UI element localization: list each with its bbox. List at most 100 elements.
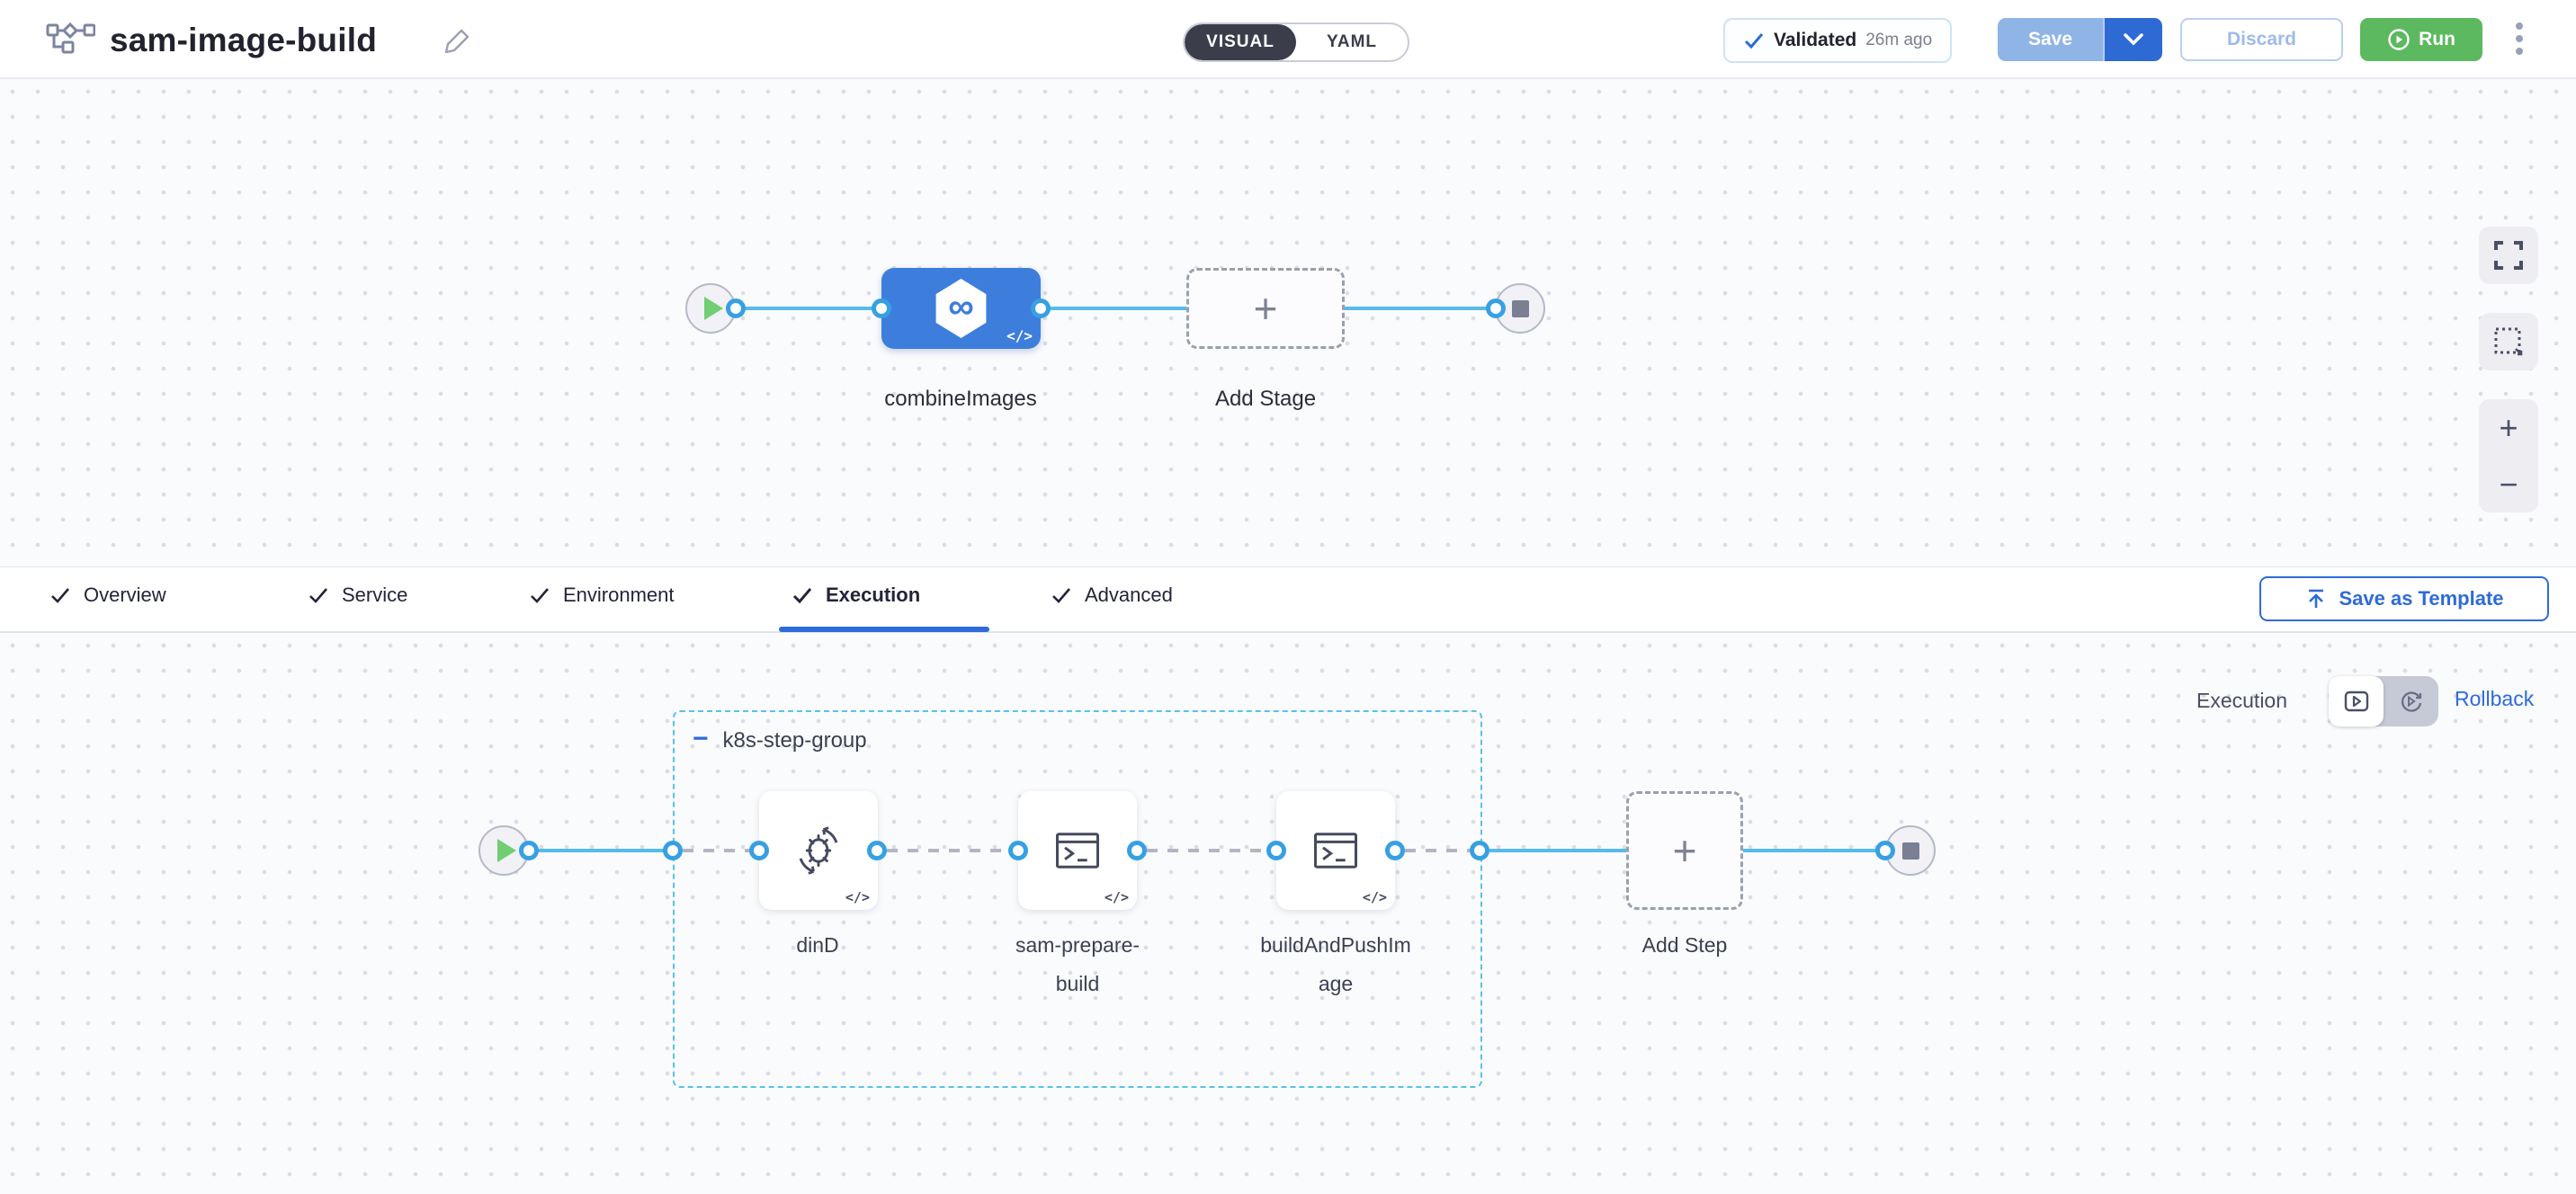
validated-label: Validated: [1774, 30, 1856, 51]
step-node-sam-prepare-build[interactable]: </>: [1018, 791, 1137, 910]
check-icon: [529, 584, 550, 606]
connector-port[interactable]: [726, 298, 746, 318]
infinity-hexagon-icon: ∞: [934, 279, 989, 338]
tab-label: Service: [342, 584, 407, 607]
connector-port[interactable]: [519, 841, 539, 860]
code-icon[interactable]: </>: [1363, 889, 1387, 905]
save-as-template-button[interactable]: Save as Template: [2259, 576, 2549, 621]
upload-icon: [2304, 587, 2328, 610]
connector-port[interactable]: [663, 841, 683, 860]
connector-port[interactable]: [1127, 841, 1147, 860]
chevron-down-icon: [2124, 33, 2143, 46]
code-icon[interactable]: </>: [1105, 889, 1129, 905]
collapse-group-icon[interactable]: −: [693, 726, 709, 753]
code-icon[interactable]: </>: [1006, 327, 1033, 344]
rollback-mode-segment[interactable]: [2384, 676, 2438, 726]
visual-yaml-toggle: VISUAL YAML: [1183, 22, 1409, 62]
rollback-link[interactable]: Rollback: [2455, 687, 2534, 711]
step-node-buildandpushimage[interactable]: </>: [1276, 791, 1395, 910]
check-icon: [792, 584, 813, 606]
tab-execution[interactable]: Execution: [792, 584, 920, 607]
stage-wire: [1345, 307, 1496, 310]
execution-rollback-toggle[interactable]: [2329, 676, 2438, 726]
active-tab-underline: [779, 627, 989, 632]
connector-port[interactable]: [1486, 298, 1506, 318]
step-label: buildAndPushImage: [1255, 926, 1417, 1002]
plus-icon: +: [1254, 288, 1278, 329]
run-label: Run: [2419, 29, 2455, 50]
step-group-header: − k8s-step-group: [693, 728, 867, 753]
save-button[interactable]: Save: [1998, 18, 2103, 61]
step-wire-dashed: [887, 849, 1008, 852]
run-step-icon: [1051, 824, 1105, 878]
add-stage-button[interactable]: +: [1186, 268, 1345, 349]
yaml-tab[interactable]: YAML: [1296, 24, 1408, 60]
add-step-button[interactable]: +: [1626, 791, 1743, 910]
tab-service[interactable]: Service: [308, 584, 407, 607]
execution-mode-segment[interactable]: [2329, 676, 2384, 726]
stage-label: combineImages: [861, 387, 1060, 412]
stage-wire: [736, 307, 881, 310]
step-node-dind[interactable]: </>: [759, 791, 878, 910]
zoom-in-button[interactable]: +: [2499, 412, 2518, 444]
connector-port[interactable]: [1008, 841, 1028, 860]
marquee-select-icon: [2492, 325, 2525, 358]
add-stage-label: Add Stage: [1176, 387, 1355, 412]
add-step-label: Add Step: [1604, 926, 1766, 965]
step-wire: [1743, 849, 1885, 852]
tab-overview[interactable]: Overview: [49, 584, 166, 607]
step-wire: [529, 849, 673, 852]
connector-port[interactable]: [1875, 841, 1895, 860]
header: sam-image-build VISUAL YAML Validated 26…: [0, 0, 2576, 79]
connector-port[interactable]: [1385, 841, 1405, 860]
validated-check-icon: [1743, 30, 1765, 51]
connector-port[interactable]: [867, 841, 887, 860]
pipeline-icon: [45, 20, 95, 61]
stop-icon: [1902, 842, 1919, 860]
step-label: sam-prepare-build: [997, 926, 1158, 1002]
step-wire-dashed: [683, 849, 759, 852]
run-play-icon: [2387, 28, 2411, 51]
tab-advanced[interactable]: Advanced: [1051, 584, 1173, 607]
stage-node-combineimages[interactable]: ∞ </>: [881, 268, 1041, 349]
visual-tab[interactable]: VISUAL: [1185, 24, 1296, 60]
save-options-button[interactable]: [2103, 18, 2162, 61]
check-icon: [49, 584, 71, 606]
zoom-controls: + −: [2479, 399, 2538, 512]
run-button[interactable]: Run: [2360, 18, 2482, 61]
validated-badge[interactable]: Validated 26m ago: [1723, 18, 1952, 63]
execution-steps-icon: [2344, 690, 2369, 713]
zoom-out-button[interactable]: −: [2499, 468, 2518, 501]
fullscreen-icon: [2492, 239, 2525, 272]
connector-port[interactable]: [1266, 841, 1286, 860]
more-options-button[interactable]: [2516, 22, 2525, 60]
connector-port[interactable]: [872, 298, 891, 318]
edit-pencil-icon[interactable]: [443, 25, 473, 56]
save-as-template-label: Save as Template: [2339, 587, 2503, 610]
discard-button[interactable]: Discard: [2180, 18, 2343, 61]
tab-label: Advanced: [1085, 584, 1173, 607]
stage-tabbar: Overview Service Environment Execution A…: [0, 566, 2576, 633]
plus-icon: +: [1673, 830, 1697, 871]
play-icon: [704, 297, 723, 320]
tab-environment[interactable]: Environment: [529, 584, 675, 607]
stop-icon: [1512, 300, 1529, 317]
step-label: dinD: [737, 926, 899, 965]
stage-wire: [1041, 307, 1186, 310]
tab-label: Overview: [84, 584, 166, 607]
connector-port[interactable]: [1470, 841, 1489, 860]
fullscreen-button[interactable]: [2479, 227, 2538, 284]
service-dependency-icon: [791, 823, 846, 878]
connector-port[interactable]: [749, 841, 769, 860]
step-group-label[interactable]: k8s-step-group: [723, 728, 867, 753]
run-step-icon: [1309, 824, 1363, 878]
step-wire-dashed: [1147, 849, 1266, 852]
connector-port[interactable]: [1031, 298, 1051, 318]
code-icon[interactable]: </>: [845, 889, 870, 905]
tab-label: Execution: [826, 584, 920, 607]
rollback-icon: [2399, 689, 2424, 714]
execution-mode-label: Execution: [2196, 689, 2287, 713]
selection-mode-button[interactable]: [2479, 313, 2538, 370]
tab-label: Environment: [563, 584, 675, 607]
